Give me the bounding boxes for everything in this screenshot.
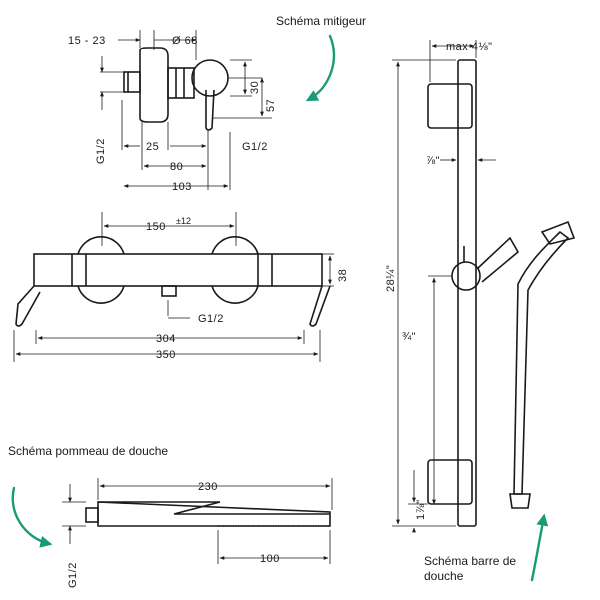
shower-head-caption: Schéma pommeau de douche — [8, 444, 169, 458]
thermostat-tolerance: ±12 — [176, 216, 191, 226]
mixer-side-view — [100, 30, 272, 190]
mixer-caption-arrow-icon — [305, 34, 335, 102]
thermostat-front-view — [13, 212, 334, 362]
shower-bar-caption: Schéma barre de douche — [424, 554, 517, 583]
mixer-thread-right: G1/2 — [242, 141, 268, 153]
mixer-dim-57: 57 — [265, 99, 277, 112]
caption-arrows — [11, 34, 549, 582]
thermostat-dim-38: 38 — [337, 269, 349, 282]
shower-head-view — [62, 478, 333, 564]
shower-bar-view — [392, 40, 576, 533]
mixer-dim-103: 103 — [172, 181, 192, 193]
thermostat-dim-304: 304 — [156, 333, 176, 345]
thermostat-dim-350: 350 — [156, 349, 176, 361]
mixer-dim-30: 30 — [249, 81, 261, 94]
bar-caption-arrow-icon — [530, 513, 549, 582]
mixer-thread-left: G1/2 — [95, 138, 107, 164]
shower-head-thread: G1/2 — [67, 562, 79, 588]
mixer-dim-15-23: 15 - 23 — [68, 35, 106, 47]
bar-dim-7-8: ⅞" — [426, 155, 440, 167]
mixer-caption: Schéma mitigeur — [276, 14, 367, 28]
bar-dim-1-7-8: 1⅞" — [415, 499, 427, 520]
bar-dim-3-4: ¾" — [402, 331, 416, 343]
shower-head-dim-230: 230 — [198, 481, 218, 493]
mixer-dim-diameter: Ø 68 — [172, 35, 198, 47]
mixer-dim-80: 80 — [170, 161, 183, 173]
shower-head-dim-100: 100 — [260, 553, 280, 565]
thermostat-thread: G1/2 — [198, 313, 224, 325]
head-caption-arrow-icon — [11, 486, 53, 548]
mixer-dim-25: 25 — [146, 141, 159, 153]
bar-dim-max: max 4⅛" — [446, 41, 493, 53]
thermostat-dim-150: 150 — [146, 221, 166, 233]
bar-dim-total: 28¼" — [385, 265, 397, 292]
